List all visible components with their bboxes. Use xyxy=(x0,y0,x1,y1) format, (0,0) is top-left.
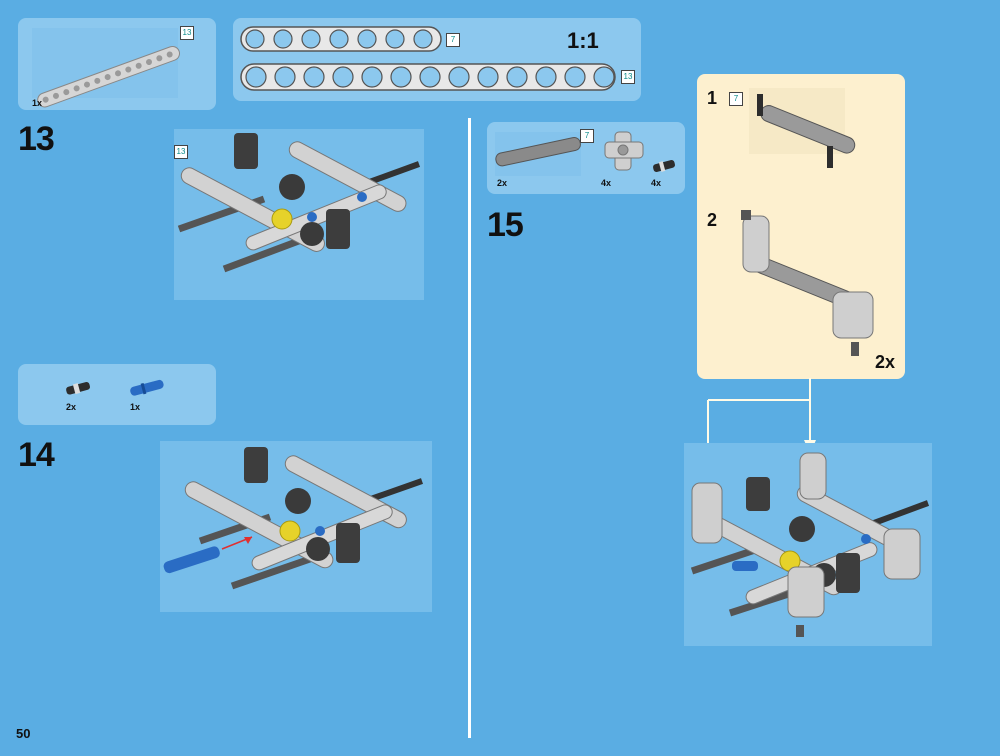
sub-assembly-callout: 1 7 2 2x xyxy=(697,74,905,379)
side-assembly-icon xyxy=(741,210,874,356)
part-quantity: 1x xyxy=(32,98,43,108)
assembly-illustration-step15 xyxy=(684,443,932,646)
length-badge: 7 xyxy=(580,129,594,143)
black-pin-icon xyxy=(66,381,90,395)
sub-step-number-2: 2 xyxy=(707,210,718,230)
part-quantity: 2x xyxy=(66,402,77,412)
chassis-assembly-icon xyxy=(177,133,421,273)
step-number-13: 13 xyxy=(18,120,55,158)
ruler-panel: 7 1:1 13 xyxy=(233,18,641,101)
part-quantity: 1x xyxy=(130,402,141,412)
chassis-assembly-icon xyxy=(163,447,423,590)
page-number: 50 xyxy=(16,726,31,741)
length-badge: 13 xyxy=(180,26,194,40)
beam-7-icon xyxy=(495,137,581,167)
beam-with-pins-icon xyxy=(757,94,856,168)
part-quantity: 4x xyxy=(601,178,612,188)
cross-connector-icon xyxy=(604,131,644,171)
beam-length-badge: 13 xyxy=(174,145,188,159)
part-quantity: 2x xyxy=(497,178,508,188)
chassis-assembly-icon xyxy=(690,452,930,637)
part-quantity: 4x xyxy=(651,178,662,188)
ruler-length-badge-13: 13 xyxy=(621,70,635,84)
assembly-illustration-step13: 13 xyxy=(174,129,424,300)
blue-axle-pin-icon xyxy=(130,379,164,396)
step-number-15: 15 xyxy=(487,206,524,244)
black-pin-icon xyxy=(653,159,675,173)
beam-7-ruler-icon xyxy=(240,26,442,52)
sub-step-multiplier: 2x xyxy=(875,352,896,372)
step-number-14: 14 xyxy=(18,436,55,474)
column-divider xyxy=(468,118,471,738)
length-badge: 7 xyxy=(729,92,743,106)
ruler-length-badge-7: 7 xyxy=(446,33,460,47)
parts-panel-step15: 7 2x 4x 4x xyxy=(487,122,685,194)
beam-13-icon xyxy=(37,45,180,108)
beam-13-ruler-icon xyxy=(240,63,616,91)
scale-label: 1:1 xyxy=(567,28,599,53)
parts-panel-step13: 13 1x xyxy=(18,18,216,110)
assembly-illustration-step14 xyxy=(160,441,432,612)
sub-step-number-1: 1 xyxy=(707,88,718,108)
parts-panel-step14: 2x 1x xyxy=(18,364,216,425)
